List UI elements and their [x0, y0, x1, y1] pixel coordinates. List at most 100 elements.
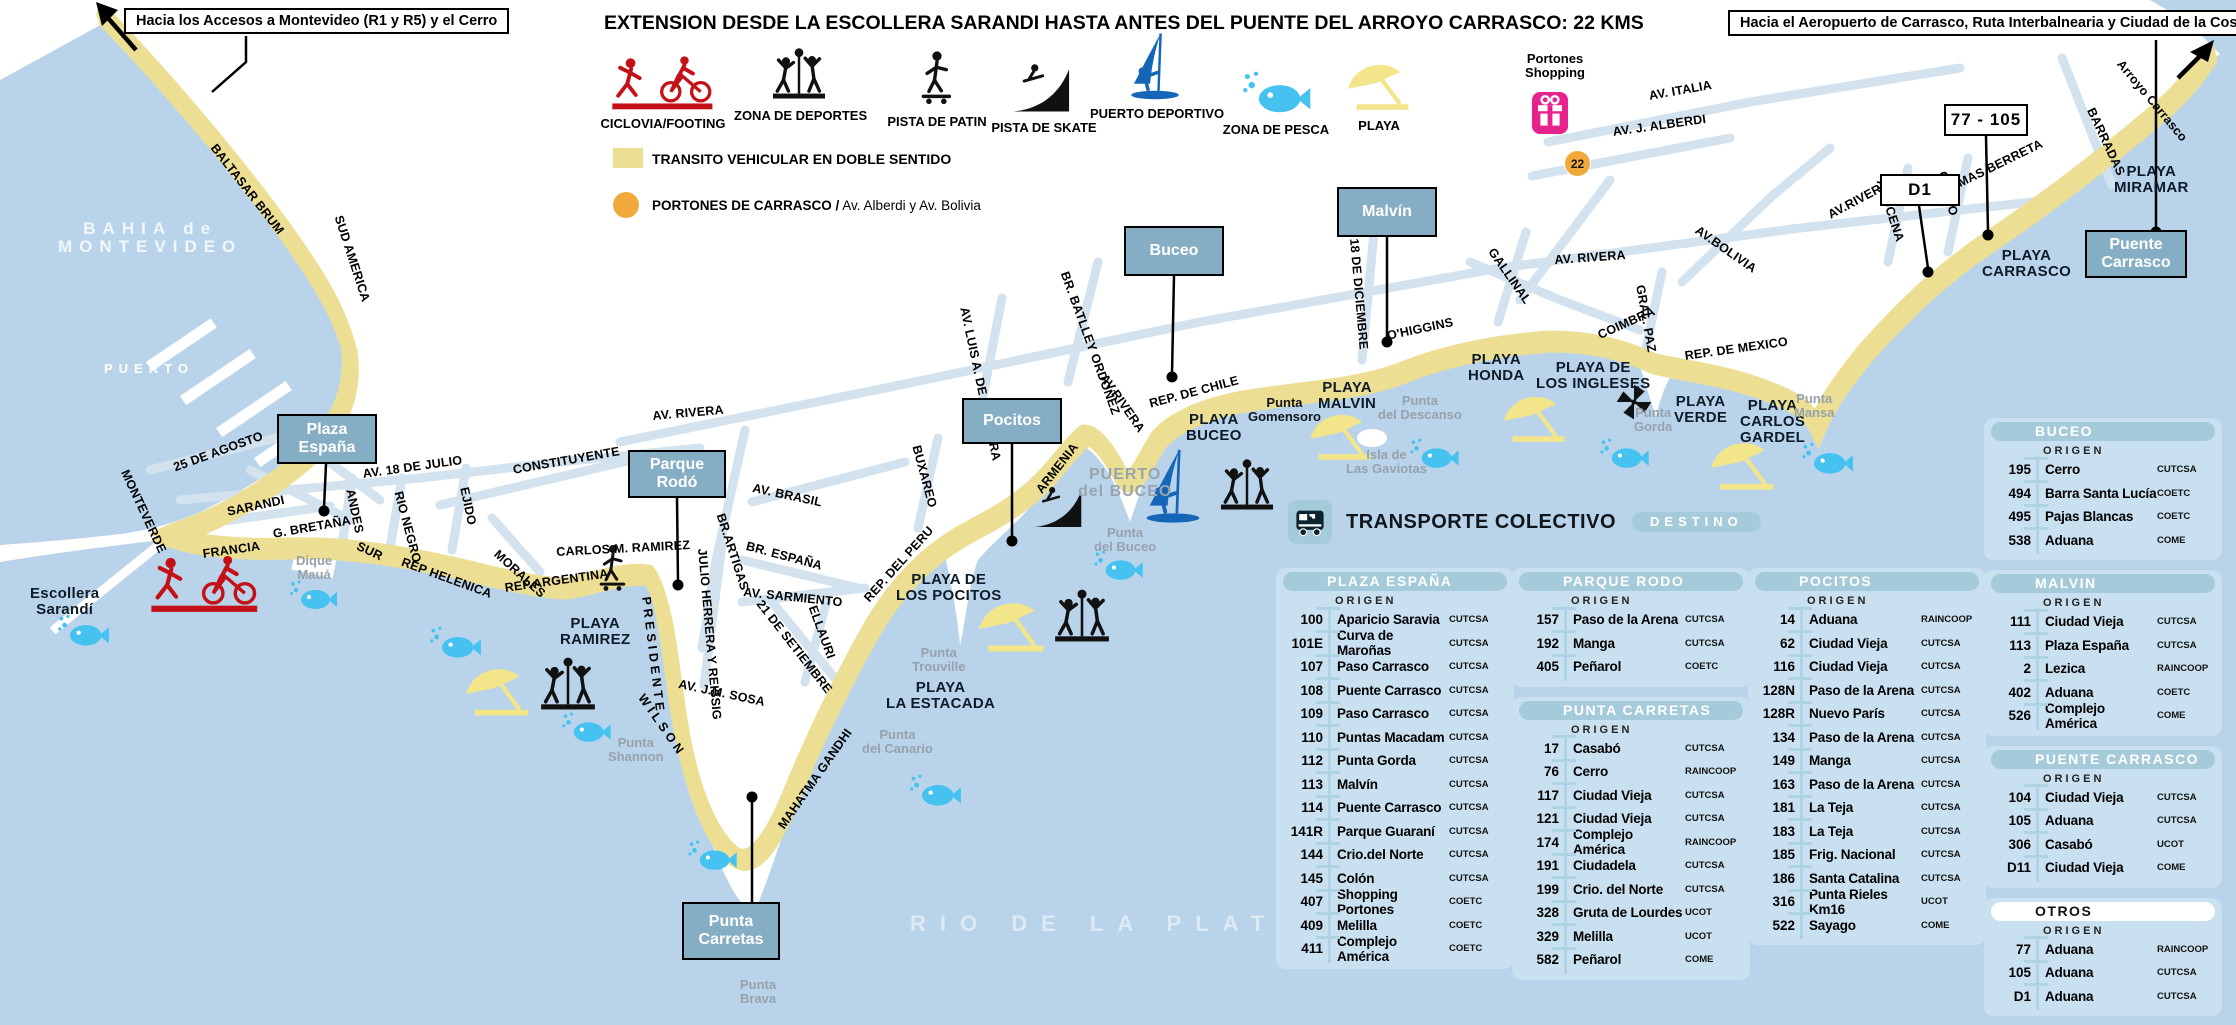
route-origin: Aparicio Saravia — [1337, 612, 1440, 628]
route-number: 109 — [1300, 706, 1323, 722]
route-company: CUTCSA — [1449, 637, 1489, 649]
origen-label: ORIGEN — [2043, 772, 2105, 785]
right-direction-box: Hacia el Aeropuerto de Carrasco, Ruta In… — [1728, 10, 2236, 36]
route-origin: Aduana — [2045, 813, 2094, 829]
route-number: 186 — [1772, 870, 1795, 886]
route-number: 77 — [2015, 941, 2031, 957]
portones-label-rest: Av. Alberdi y Av. Bolivia — [839, 198, 981, 213]
route-number: 306 — [2008, 836, 2031, 852]
legend-label: ZONA DE PESCA — [1222, 122, 1330, 137]
origen-label: ORIGEN — [1571, 723, 1633, 736]
route-company: UCOT — [1685, 907, 1712, 919]
origen-label: ORIGEN — [2043, 597, 2105, 609]
route-origin: Shopping Portones — [1337, 886, 1398, 917]
route-origin: Melilla — [1573, 928, 1613, 944]
legend-label: ZONA DE DEPORTES — [734, 108, 868, 123]
route-number: 104 — [2008, 789, 2031, 805]
route-number: 145 — [1300, 870, 1323, 886]
route-origin: Parque Guaraní — [1337, 823, 1435, 839]
route-company: COME — [2157, 710, 2186, 722]
route-origin: Lezica — [2045, 661, 2086, 677]
route-origin: Curva de Maroñas — [1337, 628, 1394, 659]
route-number: 105 — [2008, 965, 2031, 981]
route-company: RAINCOOP — [1921, 614, 1973, 626]
route-company: COETC — [2157, 487, 2191, 499]
escollera-jetty — [49, 533, 172, 635]
route-company: CUTCSA — [1921, 849, 1961, 861]
origen-label: ORIGEN — [1335, 595, 1397, 607]
route-number: 538 — [2008, 532, 2031, 548]
route-origin: Manga — [1809, 753, 1851, 769]
route-number: 192 — [1536, 635, 1559, 651]
route-number: 144 — [1300, 847, 1323, 863]
route-number: 183 — [1772, 823, 1795, 839]
route-origin: Ciudad Vieja — [1573, 787, 1652, 803]
route-number: 141R — [1290, 823, 1323, 839]
route-number: 101E — [1291, 635, 1323, 651]
legend-item-playa: PLAYA — [1314, 52, 1444, 133]
legend-label: PISTA DE PATIN — [887, 114, 987, 129]
route-origin: Crio. del Norte — [1573, 881, 1664, 897]
route-number: 114 — [1301, 800, 1323, 816]
route-company: CUTCSA — [1449, 849, 1489, 861]
legend-item-pesca: ZONA DE PESCA — [1211, 56, 1341, 137]
pocitos-box: Pocitos — [962, 398, 1062, 444]
route-number: 14 — [1779, 612, 1795, 628]
route-company: CUTCSA — [1449, 802, 1489, 814]
route-company: CUTCSA — [1921, 637, 1961, 649]
route-origin: Complejo América — [1573, 827, 1633, 858]
route-company: COETC — [2157, 511, 2191, 523]
bus-stop-22: 22 — [1564, 150, 1591, 177]
route-number: 76 — [1543, 764, 1559, 780]
punta-carretas-box: Punta Carretas — [682, 902, 780, 960]
route-number: 582 — [1536, 952, 1559, 968]
legend-label: CICLOVIA/FOOTING — [600, 116, 726, 131]
route-origin: Aduana — [2045, 965, 2094, 981]
route-company: CUTCSA — [1449, 731, 1489, 743]
puente-carrasco-box: Puente Carrasco — [2085, 230, 2187, 278]
malvín-box: Malvín — [1337, 187, 1437, 237]
route-number: D1 — [2013, 988, 2031, 1004]
route-company: COME — [1685, 954, 1714, 966]
portones-shopping-label: Portones Shopping — [1525, 51, 1585, 81]
route-origin: Ciudad Vieja — [2045, 614, 2124, 630]
isla-gaviotas-shape — [1357, 429, 1387, 447]
route-origin: Peñarol — [1573, 659, 1622, 675]
route-company: CUTCSA — [2157, 464, 2197, 476]
origen-label: ORIGEN — [1807, 595, 1869, 607]
route-origin: Cerro — [2045, 462, 2081, 478]
route-company: CUTCSA — [1449, 661, 1489, 673]
route-number: 185 — [1772, 847, 1795, 863]
legend-label: PISTA DE SKATE — [991, 120, 1097, 135]
route-origin: Plaza España — [2045, 637, 2129, 653]
table-title: PUNTA CARRETAS — [1519, 700, 1743, 720]
route-company: CUTCSA — [1685, 742, 1725, 754]
route-origin: La Teja — [1809, 823, 1854, 839]
route-origin: Cerro — [1573, 764, 1609, 780]
route-number: 149 — [1772, 753, 1795, 769]
route-number: 402 — [2008, 684, 2031, 700]
route-number: 163 — [1772, 776, 1795, 792]
destino-pill: DESTINO — [1632, 512, 1761, 532]
route-company: COME — [2157, 862, 2186, 874]
route-number: 407 — [1300, 894, 1323, 910]
route-origin: Aduana — [1809, 612, 1858, 628]
